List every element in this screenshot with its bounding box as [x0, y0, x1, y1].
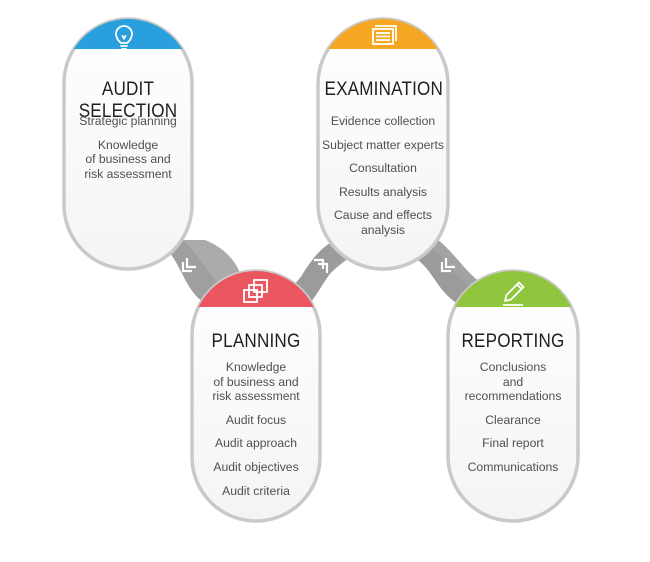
list-item: Communications [448, 460, 578, 475]
arrow-mark-3 [440, 258, 455, 273]
list-item-line: risk assessment [212, 389, 300, 404]
list-item: Evidence collection [318, 114, 448, 129]
list-item-line: Consultation [349, 161, 417, 176]
lightbulb-icon [115, 25, 133, 50]
list-item: Strategic planning [64, 114, 192, 129]
list-item: Subject matter experts [318, 138, 448, 153]
list-item-line: analysis [360, 222, 406, 237]
list-item-line: Communications [467, 459, 559, 474]
cap-audit-selection [64, 19, 192, 49]
list-item-line: Audit criteria [222, 483, 290, 498]
list-item-line: risk assessment [84, 166, 172, 181]
title-planning: PLANNING [211, 331, 301, 352]
title-reporting: REPORTING [461, 331, 565, 352]
list-item-line: Cause and effects [333, 208, 433, 223]
list-item-line: Audit approach [215, 436, 297, 451]
copy-layers-icon [243, 279, 268, 303]
list-item-line: Final report [482, 436, 544, 451]
title-examination: EXAMINATION [324, 79, 444, 100]
arrow-mark-2 [314, 258, 329, 273]
list-item: Final report [448, 436, 578, 451]
list-item-line: recommendations [464, 389, 562, 404]
document-stack-icon [372, 25, 397, 45]
list-item-line: Audit objectives [213, 459, 299, 474]
list-item: Consultation [318, 161, 448, 176]
list-item-line: Audit focus [225, 412, 287, 427]
list-item: Audit criteria [192, 484, 320, 499]
list-item: Clearance [448, 413, 578, 428]
list-item-line: of business and [213, 374, 299, 389]
list-item-line: Conclusions [479, 360, 547, 374]
list-item: Audit focus [192, 413, 320, 428]
pencil-edit-icon [503, 281, 525, 306]
list-item-line: Results analysis [338, 184, 428, 199]
list-item-line: Knowledge [97, 137, 159, 152]
list-item-line: Evidence collection [330, 114, 436, 128]
list-item-line: and [502, 374, 524, 389]
list-item: Results analysis [318, 185, 448, 200]
list-item: Audit approach [192, 436, 320, 451]
list-item-line: Clearance [485, 412, 541, 427]
pill-examination [316, 17, 450, 271]
list-item-line: Knowledge [225, 360, 287, 374]
list-item-line: of business and [85, 152, 171, 167]
title-audit-selection: AUDIT SELECTION [78, 79, 178, 122]
pill-reporting [446, 269, 580, 523]
list-item-line: Strategic planning [79, 114, 177, 128]
arrow-mark-1 [181, 258, 196, 273]
list-item: Audit objectives [192, 460, 320, 475]
list-item-line: Subject matter experts [322, 137, 444, 152]
